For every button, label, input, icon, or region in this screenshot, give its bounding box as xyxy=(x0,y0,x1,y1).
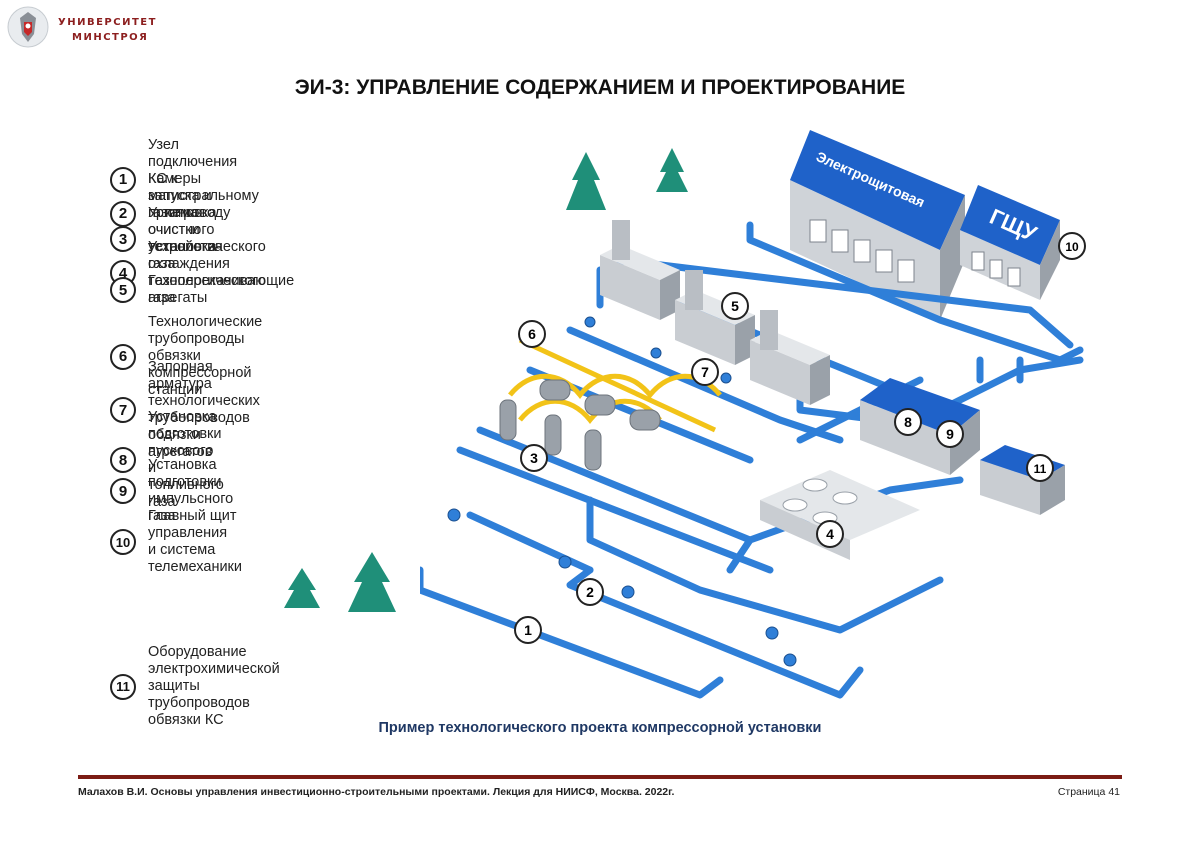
legend-item-5: 5 Газоперекачивающие агрегаты xyxy=(110,273,294,307)
svg-text:5: 5 xyxy=(731,298,739,314)
svg-text:11: 11 xyxy=(1034,462,1047,476)
legend-item-3: 3 Установка очистки технологического газ… xyxy=(110,205,266,273)
gshu-building: ГЩУ xyxy=(960,185,1060,300)
valve-icon xyxy=(720,372,732,384)
legend-item-4: 4 Установка охлаждения технологического … xyxy=(110,239,266,307)
logo-text-minstroy: МИНСТРОЯ xyxy=(72,32,149,43)
electro-building: Электрощитовая xyxy=(790,130,965,320)
gas-cooling-units xyxy=(760,470,920,560)
legend-text: Камеры запуска и приема очистного устрой… xyxy=(148,171,223,255)
diagram-markers: 1 2 3 4 5 6 7 8 9 10 11 xyxy=(514,232,1086,644)
valve-icon xyxy=(783,653,797,667)
svg-text:3: 3 xyxy=(530,450,538,466)
marker-8: 8 xyxy=(894,408,922,436)
valve-icon xyxy=(584,316,596,328)
legend-item-9: 9 Установка подготовки импульсного газа xyxy=(110,457,233,525)
svg-text:10: 10 xyxy=(1065,240,1079,254)
svg-text:2: 2 xyxy=(586,584,594,600)
legend-text: Газоперекачивающие агрегаты xyxy=(148,273,295,306)
legend-number: 9 xyxy=(110,478,136,504)
legend-text: Узел подключения КС к магистральному газ… xyxy=(148,137,259,221)
legend-number: 6 xyxy=(110,343,136,370)
marker-3: 3 xyxy=(520,444,548,472)
emblem-icon xyxy=(7,6,49,48)
diagram-caption: Пример технологического проекта компресс… xyxy=(378,720,822,736)
legend-item-11: 11 Оборудование электрохимической защиты… xyxy=(110,644,280,729)
pump-unit xyxy=(750,310,830,405)
svg-text:6: 6 xyxy=(528,326,536,342)
logo-text-university: УНИВЕРСИТЕТ xyxy=(58,17,157,28)
ecp-building xyxy=(980,445,1065,515)
svg-text:4: 4 xyxy=(826,526,834,542)
legend-number: 10 xyxy=(110,529,136,555)
marker-9: 9 xyxy=(936,420,964,448)
compressor-station-diagram: Электрощитовая ГЩУ xyxy=(420,130,1086,699)
legend-number: 7 xyxy=(110,397,136,423)
legend-number: 5 xyxy=(110,277,136,303)
valve-icon xyxy=(621,585,635,599)
legend-item-2: 2 Камеры запуска и приема очистного устр… xyxy=(110,171,223,256)
footer-citation: Малахов В.И. Основы управления инвестици… xyxy=(78,786,675,798)
legend-text: Установка подготовки импульсного газа xyxy=(148,457,234,524)
legend-number: 8 xyxy=(110,447,136,473)
svg-text:8: 8 xyxy=(904,414,912,430)
tree-icon xyxy=(566,152,606,210)
trees-left xyxy=(284,552,396,612)
marker-4: 4 xyxy=(816,520,844,548)
page-title: ЭИ-3: УПРАВЛЕНИЕ СОДЕРЖАНИЕМ И ПРОЕКТИРО… xyxy=(294,76,906,99)
gas-cleaning-units xyxy=(499,379,661,471)
legend-number: 1 xyxy=(110,166,136,193)
legend-text: Установка очистки технологического газа xyxy=(148,205,266,272)
valve-icon xyxy=(765,626,779,640)
marker-7: 7 xyxy=(691,358,719,386)
tree-icon xyxy=(348,552,396,612)
footer-divider xyxy=(78,775,1122,779)
tree-icon xyxy=(656,148,688,192)
marker-11: 11 xyxy=(1026,454,1054,482)
valve-icon xyxy=(447,508,461,522)
valve-icon xyxy=(650,347,662,359)
valve-icon xyxy=(558,555,572,569)
gas-pumping-units xyxy=(600,220,830,405)
svg-text:1: 1 xyxy=(524,622,532,638)
legend-number: 2 xyxy=(110,200,136,227)
marker-6: 6 xyxy=(518,320,546,348)
legend-number: 11 xyxy=(110,673,136,700)
pump-unit xyxy=(675,270,755,365)
marker-2: 2 xyxy=(576,578,604,606)
tree-icon xyxy=(284,568,320,608)
valves xyxy=(447,316,797,667)
page-number: Страница 41 xyxy=(1057,786,1120,798)
svg-text:9: 9 xyxy=(946,426,954,442)
legend-number: 3 xyxy=(110,226,136,252)
marker-5: 5 xyxy=(721,292,749,320)
legend-text: Установка охлаждения технологического га… xyxy=(148,239,266,306)
marker-1: 1 xyxy=(514,616,542,644)
svg-text:7: 7 xyxy=(701,364,709,380)
legend-item-1: 1 Узел подключения КС к магистральному г… xyxy=(110,137,259,222)
marker-10: 10 xyxy=(1058,232,1086,260)
gas-lines xyxy=(508,337,722,433)
pump-unit xyxy=(600,220,680,320)
university-logo: УНИВЕРСИТЕТ МИНСТРОЯ xyxy=(6,4,166,50)
